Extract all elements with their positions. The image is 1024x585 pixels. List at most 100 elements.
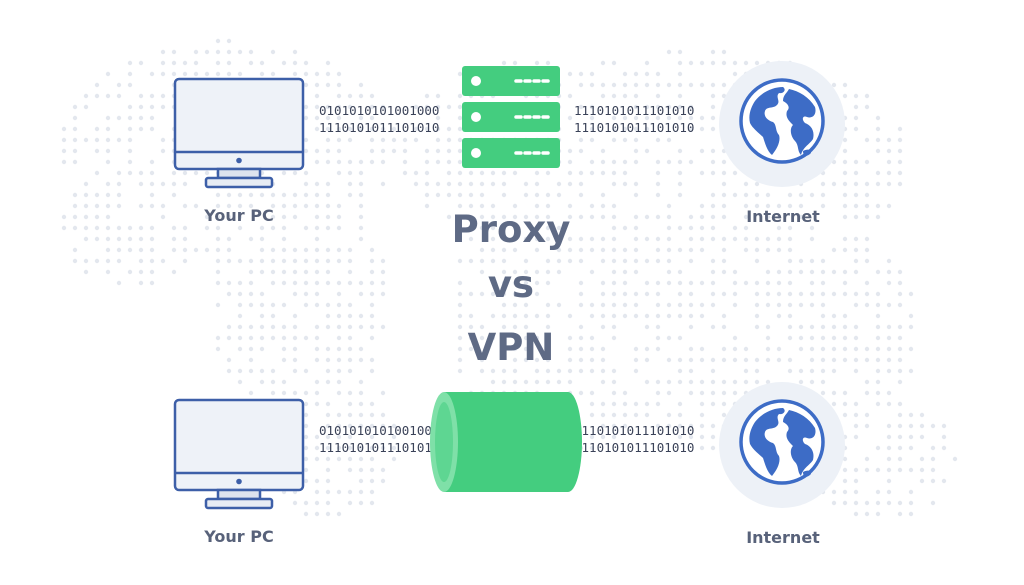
map-dot [853,126,859,132]
map-dot [336,489,342,495]
map-dot [193,170,199,176]
map-dot [336,258,342,264]
map-dot [358,390,364,396]
map-dot [325,423,331,429]
map-dot [721,379,727,385]
map-dot [259,71,265,77]
map-dot [138,269,144,275]
map-dot [193,71,199,77]
map-dot [292,324,298,330]
map-dot [358,291,364,297]
map-dot [72,137,78,143]
map-dot [358,478,364,484]
map-dot [303,390,309,396]
map-dot [380,104,386,110]
map-dot [149,225,155,231]
map-dot [237,192,243,198]
map-dot [633,148,639,154]
map-dot [743,346,749,352]
map-dot [864,247,870,253]
map-dot [633,93,639,99]
map-dot [644,115,650,121]
map-dot [61,148,67,154]
map-dot [204,71,210,77]
map-dot [831,82,837,88]
map-dot [479,368,485,374]
map-dot [578,280,584,286]
map-dot [226,49,232,55]
map-dot [325,137,331,143]
map-dot [303,445,309,451]
map-dot [732,302,738,308]
map-dot [171,192,177,198]
map-dot [303,258,309,264]
map-dot [303,192,309,198]
map-dot [325,280,331,286]
map-dot [292,313,298,319]
map-dot [677,302,683,308]
map-dot [83,258,89,264]
map-dot [666,335,672,341]
map-dot [314,291,320,297]
map-dot [314,203,320,209]
map-dot [325,489,331,495]
map-dot [897,126,903,132]
map-dot [567,368,573,374]
map-dot [303,302,309,308]
map-dot [710,236,716,242]
map-dot [325,357,331,363]
map-dot [622,225,628,231]
map-dot [655,401,661,407]
map-dot [259,291,265,297]
map-dot [347,159,353,165]
map-dot [237,379,243,385]
map-dot [270,302,276,308]
map-dot [512,291,518,297]
map-dot [732,60,738,66]
map-dot [600,93,606,99]
map-dot [666,49,672,55]
map-dot [215,214,221,220]
map-dot [215,346,221,352]
map-dot [215,269,221,275]
map-dot [611,335,617,341]
map-dot [886,478,892,484]
map-dot [776,302,782,308]
map-dot [710,280,716,286]
map-dot [941,434,947,440]
map-dot [710,302,716,308]
map-dot [897,346,903,352]
map-dot [886,203,892,209]
map-dot [831,368,837,374]
map-dot [567,247,573,253]
map-dot [303,203,309,209]
map-dot [314,280,320,286]
map-dot [457,258,463,264]
map-dot [424,93,430,99]
map-dot [578,390,584,396]
map-dot [886,368,892,374]
map-dot [567,335,573,341]
map-dot [248,60,254,66]
map-dot [325,203,331,209]
map-dot [853,434,859,440]
map-dot [589,247,595,253]
map-dot [908,291,914,297]
map-dot [490,225,496,231]
map-dot [864,181,870,187]
map-dot [545,170,551,176]
map-dot [501,236,507,242]
map-dot [270,192,276,198]
map-dot [347,104,353,110]
map-dot [710,379,716,385]
map-dot [314,445,320,451]
map-dot [369,126,375,132]
map-dot [567,236,573,242]
map-dot [534,225,540,231]
map-dot [512,379,518,385]
map-dot [523,335,529,341]
map-dot [226,280,232,286]
map-dot [204,49,210,55]
map-dot [842,412,848,418]
map-dot [534,269,540,275]
